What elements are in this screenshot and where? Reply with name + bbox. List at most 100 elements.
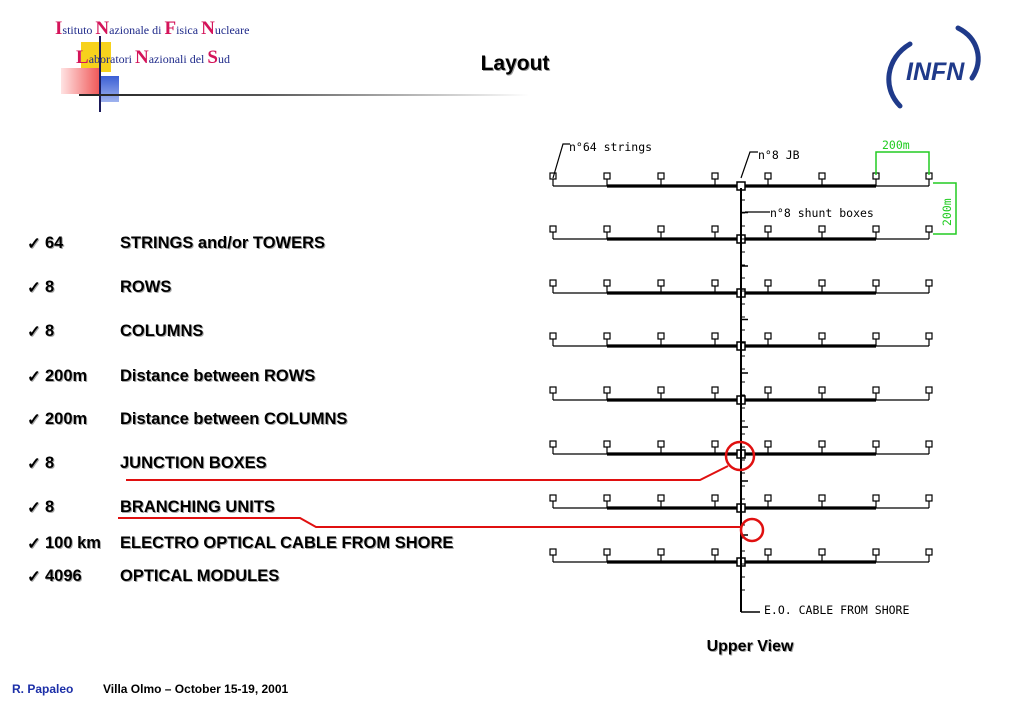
- string-marker: [872, 548, 880, 556]
- lns-logo: Istituto Nazionale di Fisica Nucleare La…: [55, 18, 529, 113]
- logo-square-yellow: [81, 42, 111, 72]
- item-label: COLUMNS: [120, 322, 204, 340]
- label-dist-vertical: 200m: [940, 198, 954, 226]
- string-marker: [603, 172, 611, 180]
- logo-square-red: [61, 68, 99, 94]
- string-marker: [711, 548, 719, 556]
- string-marker: [764, 440, 772, 448]
- string-marker: [925, 386, 933, 394]
- item-number: 200m: [45, 367, 88, 385]
- string-marker: [657, 225, 665, 233]
- string-marker: [872, 332, 880, 340]
- check-icon: ✓: [27, 411, 41, 429]
- jb-leader: [740, 151, 758, 179]
- diagram-caption: Upper View: [706, 638, 794, 655]
- string-row: [549, 172, 933, 214]
- string-marker: [925, 440, 933, 448]
- inst1-rest-1: azionale di: [109, 23, 165, 37]
- infn-logo-text: INFN: [906, 58, 965, 86]
- logo-horizontal-line: [79, 94, 529, 96]
- institute-name-line1: Istituto Nazionale di Fisica Nucleare: [55, 18, 249, 40]
- item-label: OPTICAL MODULES: [120, 567, 280, 585]
- string-marker: [872, 440, 880, 448]
- string-marker: [764, 548, 772, 556]
- check-icon: ✓: [27, 499, 41, 517]
- string-marker: [711, 332, 719, 340]
- inst1-cap-3: N: [201, 18, 215, 39]
- label-strings: n°64 strings: [569, 140, 652, 154]
- footer-author: R. Papaleo: [12, 682, 74, 696]
- string-marker: [657, 386, 665, 394]
- item-number: 64: [45, 234, 64, 252]
- item-label: Distance between ROWS: [120, 367, 316, 385]
- inst2-cap-1: N: [135, 47, 149, 68]
- junction-box-pointer: [126, 465, 729, 481]
- check-icon: ✓: [27, 568, 41, 586]
- item-label: BRANCHING UNITS: [120, 498, 275, 516]
- string-marker: [818, 279, 826, 287]
- institute-name-line2: Laboratori Nazionali del Sud: [76, 47, 230, 69]
- inst1-rest-2: isica: [176, 23, 202, 37]
- page-title: Layout: [480, 52, 550, 75]
- string-marker: [603, 225, 611, 233]
- inst2-rest-2: ud: [217, 52, 230, 66]
- string-marker: [872, 386, 880, 394]
- infn-logo: INFN: [886, 25, 981, 109]
- string-marker: [872, 225, 880, 233]
- string-marker: [925, 548, 933, 556]
- label-cable: E.O. CABLE FROM SHORE: [764, 603, 909, 617]
- inst1-rest-0: stituto: [62, 23, 96, 37]
- check-icon: ✓: [27, 279, 41, 297]
- inst1-cap-0: I: [55, 18, 63, 39]
- string-marker: [603, 279, 611, 287]
- item-label: ELECTRO OPTICAL CABLE FROM SHORE: [120, 534, 454, 552]
- string-marker: [603, 494, 611, 502]
- string-marker: [711, 279, 719, 287]
- string-marker: [549, 548, 557, 556]
- junction-box-highlight: [724, 440, 756, 472]
- check-icon: ✓: [27, 235, 41, 253]
- item-number: 100 km: [45, 534, 101, 552]
- inst2-cap-0: L: [76, 47, 89, 68]
- string-marker: [818, 386, 826, 394]
- string-marker: [711, 172, 719, 180]
- item-number: 8: [45, 278, 55, 296]
- item-label: ROWS: [120, 278, 172, 296]
- inst2-rest-0: aboratori: [88, 52, 135, 66]
- item-number: 200m: [45, 410, 88, 428]
- string-marker: [711, 494, 719, 502]
- string-marker: [711, 386, 719, 394]
- string-marker: [549, 386, 557, 394]
- string-marker: [925, 279, 933, 287]
- string-marker: [872, 279, 880, 287]
- string-marker: [764, 386, 772, 394]
- item-label: JUNCTION BOXES: [120, 454, 267, 472]
- item-number: 8: [45, 322, 55, 340]
- inst1-cap-2: F: [164, 18, 177, 39]
- string-marker: [657, 172, 665, 180]
- check-icon: ✓: [27, 455, 41, 473]
- string-marker: [657, 440, 665, 448]
- label-shunt-boxes: n°8 shunt boxes: [770, 206, 874, 220]
- string-marker: [603, 332, 611, 340]
- string-marker: [711, 440, 719, 448]
- string-marker: [818, 225, 826, 233]
- inst1-rest-3: ucleare: [214, 23, 250, 37]
- string-marker: [549, 225, 557, 233]
- string-marker: [925, 225, 933, 233]
- string-marker: [764, 172, 772, 180]
- string-marker: [872, 494, 880, 502]
- item-label: Distance between COLUMNS: [120, 410, 348, 428]
- branching-unit-highlight: [739, 517, 765, 543]
- string-marker: [711, 225, 719, 233]
- string-marker: [549, 494, 557, 502]
- string-marker: [764, 225, 772, 233]
- string-marker: [603, 440, 611, 448]
- inst1-cap-1: N: [95, 18, 110, 39]
- string-marker: [603, 386, 611, 394]
- string-marker: [603, 548, 611, 556]
- string-marker: [764, 332, 772, 340]
- check-icon: ✓: [27, 368, 41, 386]
- dimension-vertical: [933, 182, 957, 235]
